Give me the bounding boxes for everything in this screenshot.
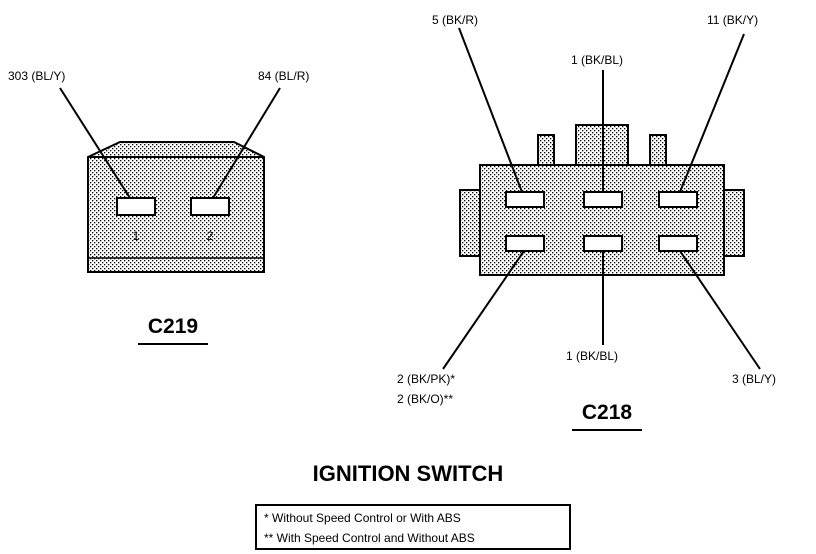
footnote-line-1: * Without Speed Control or With ABS [264, 511, 461, 525]
c219-wire-left-leader [59, 87, 131, 199]
c219-wire-right-label: 84 (BL/R) [258, 69, 309, 83]
c218-wire-bottom-center-label: 1 (BK/BL) [566, 349, 618, 363]
c219-pin-1-label: 1 [133, 229, 140, 243]
footnote-box [255, 504, 571, 550]
c219-pin-1 [116, 197, 156, 216]
c218-wire-bottom-left-label-2: 2 (BK/O)** [397, 392, 453, 406]
c218-wire-bottom-left-label-1: 2 (BK/PK)* [397, 372, 455, 386]
footnote-line-2: ** With Speed Control and Without ABS [264, 531, 475, 545]
diagram-title: IGNITION SWITCH [313, 461, 504, 486]
c218-pin-bottom-right [658, 235, 698, 252]
c218-connector-name: C218 [582, 401, 633, 424]
c218-wire-bottom-right-label: 3 (BL/Y) [732, 372, 776, 386]
c219-wire-right-leader [212, 87, 281, 199]
c219-connector: 1 2 [87, 141, 265, 273]
c218-pin-top-left [505, 191, 545, 208]
c218-wire-bottom-right-leader [679, 250, 761, 370]
c218-wire-top-right-leader [679, 33, 745, 193]
c218-wire-top-left-label: 5 (BK/R) [432, 13, 478, 27]
c219-pin-2-label: 2 [207, 229, 214, 243]
c218-pin-bottom-center [583, 235, 623, 252]
c219-connector-name: C219 [148, 315, 198, 338]
c218-wire-top-left-leader [458, 27, 523, 193]
c219-pin-2 [190, 197, 230, 216]
c218-pin-top-right [658, 191, 698, 208]
c218-wire-top-right-label: 11 (BK/Y) [707, 13, 758, 27]
c218-wire-bottom-left-leader [442, 250, 525, 370]
c219-wire-left-label: 303 (BL/Y) [8, 69, 65, 83]
c218-pin-top-center [583, 191, 623, 208]
c218-pin-bottom-left [505, 235, 545, 252]
c218-wire-top-center-label: 1 (BK/BL) [571, 53, 623, 67]
